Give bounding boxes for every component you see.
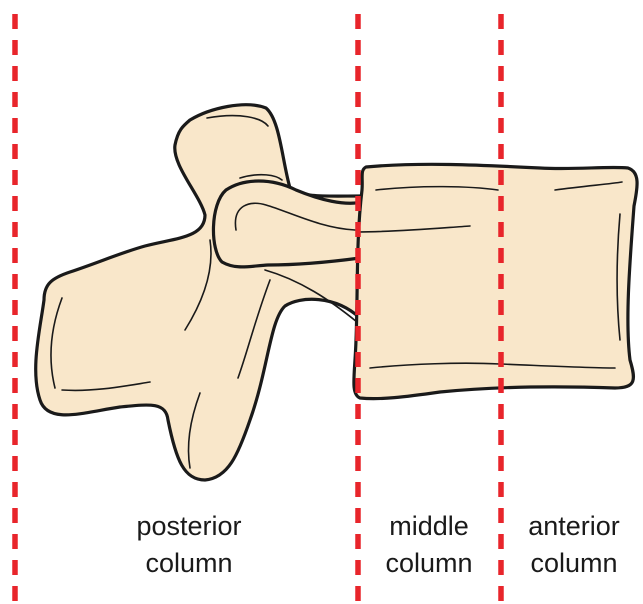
column-labels: posterior column middle column anterior … xyxy=(136,511,619,578)
label-middle-line1: middle xyxy=(389,511,469,541)
posterior-elements xyxy=(36,105,360,480)
label-posterior-line1: posterior xyxy=(136,511,241,541)
label-anterior-line2: column xyxy=(530,548,617,578)
label-anterior-line1: anterior xyxy=(528,511,620,541)
label-posterior-line2: column xyxy=(145,548,232,578)
label-middle-line2: column xyxy=(385,548,472,578)
vertebra-illustration xyxy=(36,105,637,480)
